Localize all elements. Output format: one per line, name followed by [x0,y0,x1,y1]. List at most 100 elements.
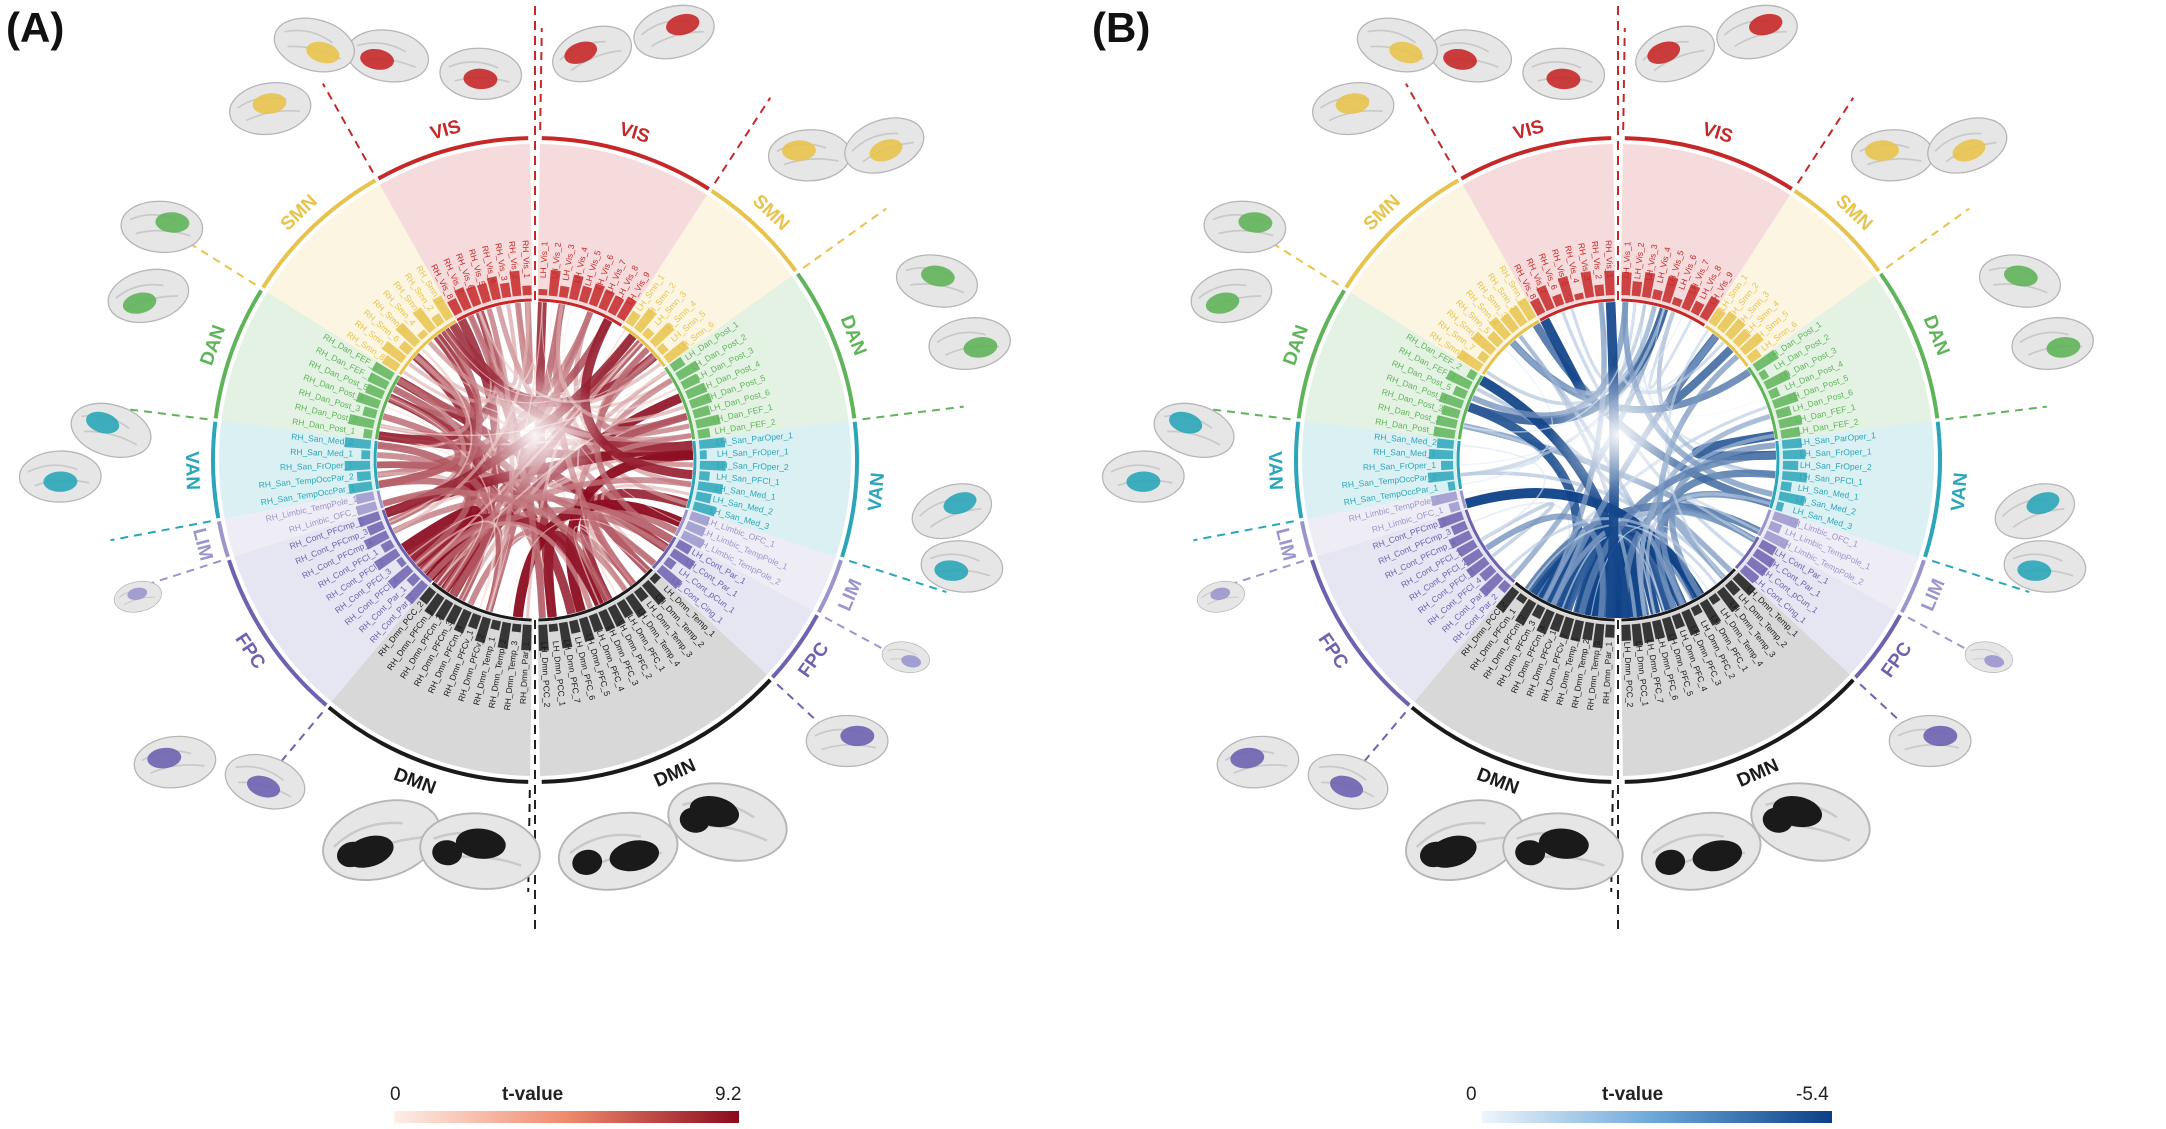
brain-dmn-icon [1405,799,1524,882]
brain-van-icon [1101,450,1185,503]
panel-a-colorbar: 0 t-value 9.2 [390,1084,750,1128]
separator-line [848,559,947,594]
inner-ring-dmn [1514,581,1615,622]
region-degree-bar [1775,501,1785,512]
region-degree-bar [1441,404,1461,419]
region-degree-bar [363,428,373,439]
region-degree-bar [680,530,705,549]
region-degree-bar [1746,348,1762,364]
inner-ring-van [373,440,380,490]
region-degree-bar [373,548,401,571]
network-ring-smn [261,178,377,289]
panel-b-label: (B) [1092,4,1151,51]
network-ring-vis [1624,136,1793,191]
network-label-smn: SMN [1831,191,1876,235]
region-degree-bar [1681,284,1701,312]
region-degree-bar [598,608,616,632]
center-glow [1548,365,1688,505]
separator-line [1796,97,1855,184]
region-degree-bar [641,579,666,606]
region-degree-bar [1641,271,1656,299]
region-degree-bar [607,604,626,628]
network-ring-lim [816,559,843,614]
brain-vis-icon [346,29,430,83]
sector-lim-rh [224,490,381,557]
sector-smn-rh [267,184,456,374]
brain-fpc-icon [805,714,889,768]
separator-line [1931,559,2030,594]
region-degree-bar [1661,616,1678,642]
region-degree-bar [454,287,472,312]
region-degree-bar [431,313,445,327]
region-degree-bar [1605,624,1615,638]
network-ring-dan [213,289,263,419]
region-degree-bar [698,437,726,449]
network-ring-van [840,421,859,558]
inner-ring-van [686,440,697,509]
brain-smn-icon [1312,82,1395,136]
network-ring-dmn [1624,678,1855,784]
network-ring-smn [1344,178,1460,289]
brain-dmn-icon [667,782,788,862]
region-degree-bar [521,624,532,651]
region-degree-bar [1437,511,1465,529]
region-degree-bar [509,270,522,297]
region-degree-bar [616,598,634,619]
region-degree-bar [357,511,382,528]
network-label-dan: DAN [1919,312,1954,358]
network-label-dmn: DMN [1474,764,1522,799]
region-label: RH_Dmn_Par_1 [518,641,531,704]
region-degree-bar [1445,369,1473,390]
panel-b-colorbar: 0 t-value -5.4 [1466,1084,1846,1128]
region-degree-bar [688,511,711,527]
region-degree-bar [1516,593,1528,605]
sector-van-rh [219,420,376,519]
region-degree-bar [344,437,372,449]
sector-fpc-lh [1736,537,1896,675]
region-degree-bar [588,283,606,308]
panel-a-label: (A) [6,4,65,51]
network-label-van: VAN [1264,451,1286,490]
region-degree-bar [1699,295,1721,322]
region-degree-bar [1724,579,1741,596]
region-degree-bar [558,621,573,649]
region-degree-bar [1487,331,1504,348]
chord-root: VISSMNDANVANLIMFPCDMNVISSMNDANVANLIMFPCD… [1101,0,2094,932]
region-degree-bar [568,274,584,301]
region-degree-bar [675,539,693,555]
region-degree-bar [476,282,492,304]
sector-smn-lh [1706,194,1875,366]
brain-fpc-icon [224,753,306,810]
separator-line [1885,207,1970,269]
network-label-lim: LIM [188,526,216,563]
sector-van-rh [1302,420,1459,519]
region-degree-bar [1436,438,1455,449]
inner-ring-dmn [431,581,532,622]
region-label: RH_San_FrOper_1 [1363,460,1437,472]
separator-line [539,28,543,131]
region-degree-bar [1671,612,1685,630]
inner-ring-vis [1621,298,1706,327]
inner-ring-dan [374,374,401,440]
region-degree-bar [1479,572,1504,597]
chord [385,406,496,609]
network-label-dan: DAN [836,312,871,358]
brain-vis-icon [552,25,633,83]
region-degree-bar [1447,481,1456,492]
region-degree-bar [1763,369,1791,390]
region-degree-bar [558,285,570,299]
region-degree-bar [1430,491,1458,507]
region-degree-bar [1471,331,1497,356]
chord-root: VISSMNDANVANLIMFPCDMNVISSMNDANVANLIMFPCD… [18,0,1011,932]
region-degree-bar [365,383,386,400]
region-degree-bar [538,624,549,651]
region-degree-bar [486,276,502,301]
region-degree-bar [412,307,437,334]
region-degree-bar [1479,564,1497,582]
sector-dan-rh [221,292,398,440]
region-degree-bar [625,310,641,327]
network-ring-dan [1296,289,1346,419]
region-degree-bar [490,619,502,631]
network-ring-fpc [227,559,328,707]
inner-ring-vis [1539,298,1615,322]
